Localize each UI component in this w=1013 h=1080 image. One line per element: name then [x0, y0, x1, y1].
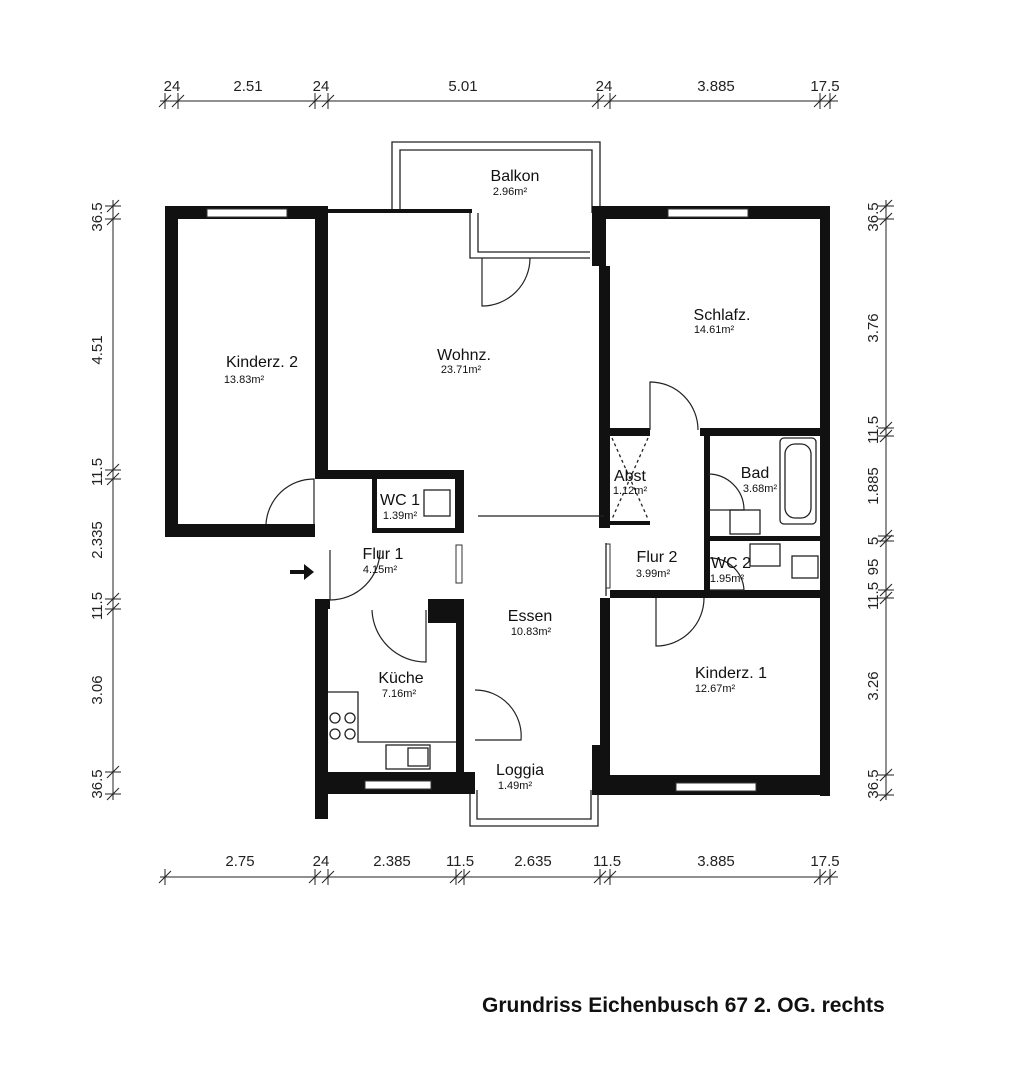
- dim-right-7: 11.5: [865, 582, 882, 610]
- toilet-icon: [423, 489, 451, 517]
- room-loggia-area: 1.49m²: [498, 780, 533, 792]
- dim-top-4: 5.01: [448, 78, 477, 95]
- room-bad-area: 3.68m²: [743, 483, 778, 495]
- bathtub-icon: [779, 437, 817, 525]
- dim-left-3: 11.5: [89, 458, 106, 486]
- dim-top-6: 3.885: [697, 78, 735, 95]
- dim-top-3: 24: [313, 78, 330, 95]
- room-balkon-area: 2.96m²: [493, 186, 528, 198]
- sink-icon: [729, 509, 761, 535]
- top-dimensions: 24 2.51 24 5.01 24 3.885 17.5: [164, 78, 840, 95]
- room-schlafz-area: 14.61m²: [694, 324, 735, 336]
- walls: [165, 206, 830, 819]
- dim-right-8: 3.26: [865, 671, 882, 700]
- wc2-toilet-icon: [791, 555, 819, 579]
- plan-caption: Grundriss Eichenbusch 67 2. OG. rechts: [482, 994, 885, 1017]
- room-loggia-name: Loggia: [496, 762, 544, 779]
- dim-left-5: 11.5: [89, 592, 106, 620]
- dim-right-6: 95: [865, 559, 882, 576]
- stove-icon: [329, 712, 356, 740]
- right-dimensions: 36.5 3.76 11.5 1.885 5 95 11.5 3.26 36.5: [865, 202, 882, 798]
- dim-right-4: 1.885: [865, 467, 882, 505]
- fixtures: [328, 437, 819, 770]
- room-kueche-name: Küche: [378, 670, 423, 687]
- dim-top-7: 17.5: [810, 78, 839, 95]
- dim-left-1: 36.5: [89, 202, 106, 231]
- dim-top-5: 24: [596, 78, 613, 95]
- dim-right-9: 36.5: [865, 769, 882, 798]
- room-wohnz-name: Wohnz.: [437, 347, 491, 364]
- room-kinderz1-name: Kinderz. 1: [695, 665, 767, 682]
- room-wc1-name: WC 1: [380, 492, 420, 509]
- dim-left-4: 2.335: [89, 521, 106, 559]
- dim-right-3: 11.5: [865, 416, 882, 444]
- dim-bottom-7: 3.885: [697, 853, 735, 870]
- room-labels: Balkon 2.96m² Kinderz. 2 13.83m² Wohnz. …: [224, 168, 778, 792]
- room-kueche-area: 7.16m²: [382, 688, 417, 700]
- dim-left-2: 4.51: [89, 335, 106, 364]
- bottom-dimensions: 2.75 24 2.385 11.5 2.635 11.5 3.885 17.5: [225, 853, 839, 870]
- room-wc2-name: WC 2: [711, 555, 751, 572]
- loggia-outline: [469, 790, 599, 827]
- room-essen-name: Essen: [508, 608, 552, 625]
- dim-bottom-5: 2.635: [514, 853, 552, 870]
- room-wc1-area: 1.39m²: [383, 510, 418, 522]
- room-balkon-name: Balkon: [491, 168, 540, 185]
- dim-right-1: 36.5: [865, 202, 882, 231]
- dim-bottom-8: 17.5: [810, 853, 839, 870]
- room-bad-name: Bad: [741, 465, 769, 482]
- room-kinderz1-area: 12.67m²: [695, 683, 736, 695]
- room-wohnz-area: 23.71m²: [441, 364, 482, 376]
- left-dimensions: 36.5 4.51 11.5 2.335 11.5 3.06 36.5: [89, 202, 106, 798]
- dim-top-2: 2.51: [233, 78, 262, 95]
- dim-left-6: 3.06: [89, 675, 106, 704]
- dim-left-7: 36.5: [89, 769, 106, 798]
- dimension-lines: [105, 93, 894, 885]
- room-abst-area: 1.12m²: [613, 485, 648, 497]
- dim-bottom-4: 11.5: [446, 853, 474, 870]
- balcony-outline: [391, 141, 601, 259]
- windows: [206, 208, 757, 792]
- kitchen-sink-icon: [385, 744, 431, 770]
- doors: [265, 257, 745, 741]
- room-flur1-name: Flur 1: [363, 546, 404, 563]
- room-wc2-area: 1.95m²: [710, 573, 745, 585]
- room-flur1-area: 4.15m²: [363, 564, 398, 576]
- dim-bottom-6: 11.5: [593, 853, 621, 870]
- room-abst-name: Abst: [614, 468, 647, 485]
- dim-bottom-2: 24: [313, 853, 330, 870]
- wc2-sink-icon: [749, 543, 781, 567]
- room-flur2-name: Flur 2: [637, 549, 678, 566]
- dim-bottom-3: 2.385: [373, 853, 411, 870]
- room-essen-area: 10.83m²: [511, 626, 552, 638]
- dim-right-5: 5: [865, 537, 882, 545]
- room-flur2-area: 3.99m²: [636, 568, 671, 580]
- entrance-arrow-icon: [290, 564, 314, 580]
- dim-top-1: 24: [164, 78, 181, 95]
- room-kinderz2-name: Kinderz. 2: [226, 354, 298, 371]
- room-kinderz2-area: 13.83m²: [224, 374, 265, 386]
- dim-bottom-1: 2.75: [225, 853, 254, 870]
- dim-right-2: 3.76: [865, 313, 882, 342]
- room-schlafz-name: Schlafz.: [694, 307, 751, 324]
